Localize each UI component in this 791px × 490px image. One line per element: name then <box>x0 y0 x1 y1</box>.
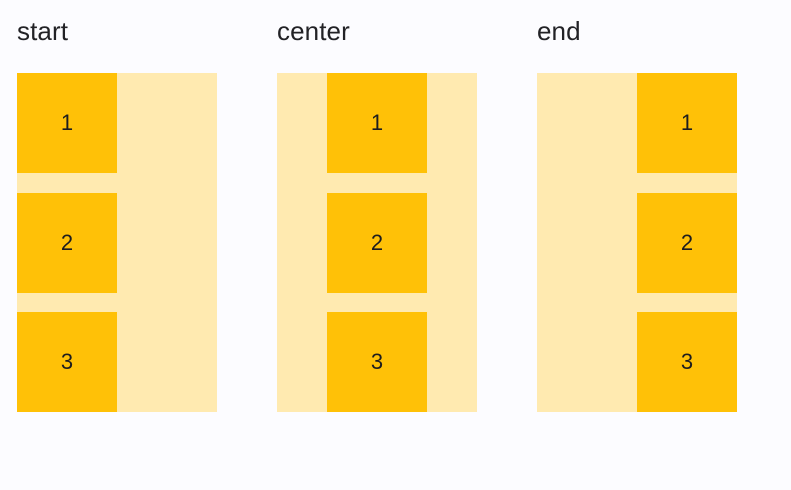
flex-container-start: 1 2 3 <box>17 73 217 412</box>
flex-item-label: 3 <box>680 349 694 374</box>
flex-item-label: 3 <box>370 349 384 374</box>
flex-item-label: 2 <box>680 229 694 255</box>
flex-item: 2 <box>17 192 117 293</box>
flex-item: 3 <box>17 312 117 412</box>
flex-container-center: 1 2 3 <box>277 73 477 412</box>
flex-item: 1 <box>17 73 117 173</box>
flex-item: 1 <box>327 73 427 173</box>
flex-item: 1 <box>637 73 737 173</box>
column-heading-start: start <box>17 16 69 46</box>
column-heading-center: center <box>277 16 350 46</box>
flex-item-label: 3 <box>60 349 74 374</box>
flex-item: 2 <box>327 192 427 293</box>
flex-item: 3 <box>327 312 427 412</box>
flex-item: 2 <box>637 192 737 293</box>
flex-item-label: 2 <box>60 229 74 255</box>
column-heading-end: end <box>537 16 581 46</box>
flex-item-label: 1 <box>370 110 384 135</box>
flex-item-label: 1 <box>60 110 74 135</box>
flex-container-end: 1 2 3 <box>537 73 737 412</box>
flex-item-label: 2 <box>370 229 384 255</box>
flex-item-label: 1 <box>680 110 694 135</box>
flex-item: 3 <box>637 312 737 412</box>
